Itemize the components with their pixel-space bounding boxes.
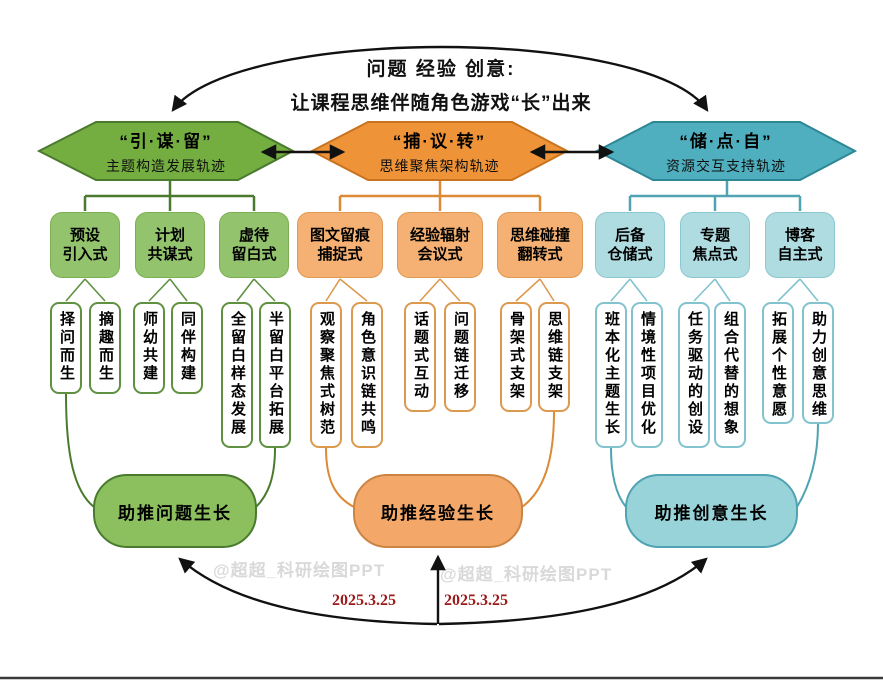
category-label: 博客 — [784, 226, 815, 244]
item-box: 思维链支架 — [538, 302, 570, 412]
category-label: 专题 — [699, 226, 730, 244]
hexagon-creativity — [594, 121, 858, 181]
category-label: 会议式 — [417, 246, 463, 263]
item-box: 全留白样态发展 — [221, 302, 253, 448]
date-text: 2025.3.25 — [444, 592, 508, 609]
date-text: 2025.3.25 — [332, 592, 396, 609]
category-label: 留白式 — [231, 246, 277, 263]
item-box: 同伴构建 — [171, 302, 203, 394]
category-label: 经验辐射 — [409, 226, 470, 244]
category-label: 仓储式 — [607, 246, 653, 263]
category-label: 思维碰撞 — [509, 226, 570, 244]
outcome-curves-experience — [325, 411, 555, 508]
category-label: 捕捉式 — [317, 246, 363, 263]
outcome-box-creativity: 助推创意生长 — [625, 474, 798, 548]
v-connector-experience — [325, 278, 555, 302]
hexagon-experience-label: “捕·议·转” 思维聚焦架构轨迹 — [312, 127, 567, 176]
tree-connector-problem — [83, 181, 256, 211]
category-label: 预设 — [69, 226, 100, 244]
outcome-curves-problem — [65, 393, 276, 508]
tree-connector-experience — [338, 181, 542, 211]
category-label: 自主式 — [777, 246, 823, 263]
category-label: 计划 — [154, 226, 185, 244]
item-box: 师幼共建 — [133, 302, 165, 394]
item-box: 助力创意思维 — [802, 302, 834, 424]
category-box: 图文留痕 捕捉式 — [297, 212, 383, 278]
item-box: 组合代替的想象 — [714, 302, 746, 448]
category-label: 虚待 — [238, 226, 269, 244]
hexagon-creativity-subtitle: 资源交互支持轨迹 — [666, 158, 786, 174]
category-label: 后备 — [614, 226, 645, 244]
hexagon-problem-subtitle: 主题构造发展轨迹 — [106, 158, 226, 174]
category-label: 图文留痕 — [309, 226, 370, 244]
item-box: 半留白平台拓展 — [259, 302, 291, 448]
v-connector-creativity — [610, 278, 819, 302]
item-box: 角色意识链共鸣 — [351, 302, 383, 448]
main-title: 问题 经验 创意: 让课程思维伴随角色游戏“长”出来 — [160, 54, 722, 115]
watermark-text: @超超_科研绘图PPT — [213, 561, 386, 580]
hexagon-experience-title: “捕·议·转” — [392, 132, 487, 151]
item-box: 摘趣而生 — [89, 302, 121, 394]
category-box: 博客 自主式 — [765, 212, 835, 278]
hexagon-creativity-label: “储·点·自” 资源交互支持轨迹 — [597, 127, 855, 176]
main-title-line2: 让课程思维伴随角色游戏“长”出来 — [290, 93, 592, 114]
hexagon-experience-subtitle: 思维聚焦架构轨迹 — [379, 158, 500, 174]
item-box: 情境性项目优化 — [631, 302, 663, 448]
category-box: 虚待 留白式 — [219, 212, 289, 278]
outcome-box-problem: 助推问题生长 — [93, 474, 257, 548]
item-box: 问题链迁移 — [444, 302, 476, 412]
top-arc-arrow — [171, 45, 709, 112]
item-box: 任务驱动的创设 — [678, 302, 710, 448]
category-box: 预设 引入式 — [50, 212, 120, 278]
bottom-arrow-right — [438, 557, 708, 626]
item-box: 话题式互动 — [404, 302, 436, 412]
hexagon-problem-title: “引·谋·留” — [119, 132, 213, 151]
category-box: 专题 焦点式 — [680, 212, 750, 278]
category-label: 焦点式 — [692, 246, 738, 263]
category-box: 经验辐射 会议式 — [397, 212, 483, 278]
category-label: 引入式 — [62, 246, 108, 263]
category-label: 共谋式 — [147, 246, 193, 263]
category-box: 计划 共谋式 — [135, 212, 205, 278]
category-box: 思维碰撞 翻转式 — [497, 212, 583, 278]
watermark-text: @超超_科研绘图PPT — [440, 565, 613, 584]
item-box: 观察聚焦式树范 — [310, 302, 342, 448]
outcome-box-experience: 助推经验生长 — [353, 474, 523, 548]
item-box: 拓展个性意愿 — [762, 302, 794, 424]
v-connector-problem — [65, 278, 276, 302]
tree-connector-creativity — [628, 181, 802, 211]
item-box: 择问而生 — [50, 302, 82, 394]
hexagon-creativity-title: “储·点·自” — [679, 132, 773, 151]
category-box: 后备 仓储式 — [595, 212, 665, 278]
category-label: 翻转式 — [517, 246, 563, 263]
item-box: 班本化主题生长 — [595, 302, 627, 448]
hexagon-problem-label: “引·谋·留” 主题构造发展轨迹 — [39, 127, 293, 176]
outcome-curves-creativity — [610, 423, 819, 508]
main-title-line1: 问题 经验 创意: — [366, 59, 516, 80]
bottom-arrow-left — [178, 557, 438, 626]
item-box: 骨架式支架 — [500, 302, 532, 412]
